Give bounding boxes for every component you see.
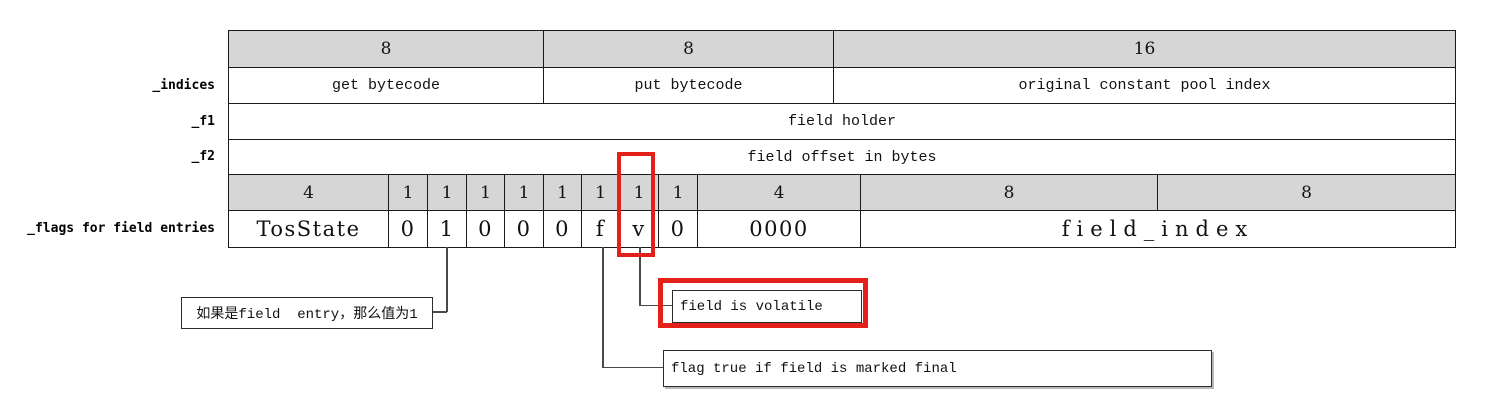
width-header-cell: 8: [543, 30, 834, 68]
row-label-flags: _flags for field entries: [27, 221, 215, 236]
f1-field-holder-cell: field holder: [228, 103, 1456, 140]
indices-get-bytecode-cell: get bytecode: [228, 67, 544, 104]
volatile-bit-highlight-box: [617, 152, 655, 257]
width-header-cell: 8: [228, 30, 544, 68]
connector-volatile-vertical: [639, 247, 641, 306]
f2-field-offset-cell: field offset in bytes: [228, 139, 1456, 175]
flags-bit-cell: 0: [388, 210, 428, 248]
bits-header-index-hi: 8: [860, 174, 1158, 211]
flags-bit-cell: 1: [427, 210, 467, 248]
volatile-note: field is volatile: [672, 290, 862, 323]
row-label-indices: _indices: [152, 77, 215, 93]
connector-final-horizontal: [602, 366, 663, 368]
bits-header-cell: 1: [581, 174, 620, 211]
flags-nibble-cell: 0000: [697, 210, 861, 248]
volatile-note-highlight-box: [658, 278, 868, 328]
bits-header-nibble: 4: [697, 174, 861, 211]
row-label-f1: _f1: [191, 113, 215, 129]
flags-bit-cell: 0: [504, 210, 544, 248]
indices-put-bytecode-cell: put bytecode: [543, 67, 834, 104]
connector-entry-bit-horizontal: [432, 311, 447, 313]
bits-header-index-lo: 8: [1157, 174, 1456, 211]
bits-header-cell: 1: [466, 174, 505, 211]
flags-bit-cell: 0: [466, 210, 505, 248]
indices-constant-pool-index-cell: original constant pool index: [833, 67, 1456, 104]
connector-final-vertical: [602, 247, 604, 368]
row-label-f2: _f2: [191, 149, 215, 164]
final-flag-note: flag true if field is marked final: [663, 350, 1212, 387]
flags-tosstate-cell: TosState: [228, 210, 389, 248]
connector-entry-bit-vertical: [446, 247, 448, 312]
flags-bit-final-cell: f: [581, 210, 620, 248]
bits-header-cell: 1: [543, 174, 582, 211]
bits-header-cell: 1: [427, 174, 467, 211]
width-header-cell: 16: [833, 30, 1456, 68]
flags-field-index-cell: field_index: [860, 210, 1456, 248]
bits-header-cell: 1: [658, 174, 698, 211]
bits-header-cell: 1: [388, 174, 428, 211]
entry-bit-note: 如果是field entry，那么值为1: [181, 297, 433, 329]
flags-bit-cell: 0: [543, 210, 582, 248]
bits-header-cell: 1: [504, 174, 544, 211]
connector-volatile-horizontal: [639, 304, 672, 306]
flags-bit-cell: 0: [658, 210, 698, 248]
bits-header-tosstate: 4: [228, 174, 389, 211]
